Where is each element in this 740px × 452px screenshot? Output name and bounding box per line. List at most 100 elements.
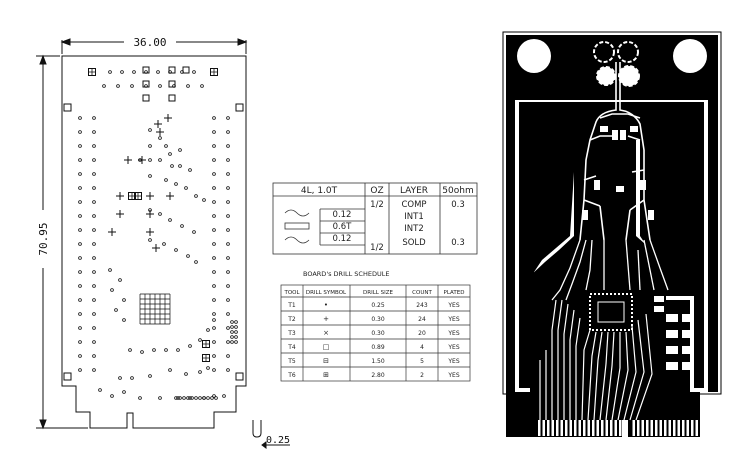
via-mark xyxy=(144,70,148,74)
edge-connector xyxy=(538,420,698,436)
stackup-table-text: 4L, 1.0T OZ LAYER 50ohm 0.12 0.6T 0.12 1… xyxy=(301,186,474,253)
connector-finger xyxy=(650,420,653,436)
via-mark xyxy=(92,242,96,246)
via-mark xyxy=(198,396,202,400)
slot-drill-mark xyxy=(142,66,150,74)
via-mark xyxy=(92,298,96,302)
via-mark xyxy=(172,84,176,88)
via-mark xyxy=(230,320,234,324)
drill-symbol: + xyxy=(323,315,329,323)
col-plated: PLATED xyxy=(444,290,465,296)
via-mark xyxy=(178,396,182,400)
via-mark xyxy=(212,340,216,344)
via-mark xyxy=(92,158,96,162)
via-mark xyxy=(234,335,238,339)
stackup-header-thickness: 4L, 1.0T xyxy=(301,186,338,196)
connector-finger xyxy=(574,420,577,436)
connector-finger xyxy=(655,420,658,436)
via-mark xyxy=(78,158,82,162)
drill-count: 20 xyxy=(418,330,426,337)
via-mark xyxy=(116,84,120,88)
via-mark xyxy=(180,224,184,228)
drill-schedule-grid xyxy=(280,284,471,382)
via-mark xyxy=(78,326,82,330)
plus-drill-mark xyxy=(166,192,174,200)
board-outline-drawing xyxy=(61,55,247,429)
plus-drill-mark xyxy=(152,244,160,252)
via-mark xyxy=(138,396,142,400)
via-mark xyxy=(234,330,238,334)
via-mark xyxy=(212,368,216,372)
via-mark xyxy=(186,254,190,258)
via-mark xyxy=(212,256,216,260)
via-mark xyxy=(164,144,168,148)
drill-schedule-header: TOOL DRILL SYMBOL DRILL SIZE COUNT PLATE… xyxy=(283,290,464,296)
via-mark xyxy=(226,298,230,302)
via-mark xyxy=(78,256,82,260)
drill-size: 0.30 xyxy=(371,330,385,337)
via-mark xyxy=(164,178,168,182)
dielectric-1: 0.12 xyxy=(333,210,352,220)
slot-drill-mark xyxy=(142,94,150,102)
plus-drill-mark xyxy=(154,120,162,128)
connector-finger xyxy=(637,420,640,436)
via-mark xyxy=(212,158,216,162)
connector-finger xyxy=(610,420,613,436)
via-mark xyxy=(108,268,112,272)
via-mark xyxy=(78,298,82,302)
via-mark xyxy=(92,186,96,190)
drill-tool: T3 xyxy=(287,330,296,337)
drill-count: 4 xyxy=(420,344,424,351)
drill-tool: T6 xyxy=(287,372,296,379)
connector-finger xyxy=(664,420,667,436)
via-mark xyxy=(78,116,82,120)
oz-top: 1/2 xyxy=(370,200,384,210)
via-mark xyxy=(170,164,174,168)
drill-size: 0.30 xyxy=(371,316,385,323)
connector-finger xyxy=(686,420,689,436)
via-mark xyxy=(122,318,126,322)
via-mark xyxy=(92,144,96,148)
via-mark xyxy=(212,214,216,218)
via-mark xyxy=(190,396,194,400)
via-mark xyxy=(148,158,152,162)
via-mark xyxy=(108,70,112,74)
connector-finger xyxy=(677,420,680,436)
via-mark xyxy=(212,284,216,288)
via-mark xyxy=(212,394,216,398)
connector-finger xyxy=(641,420,644,436)
via-mark xyxy=(174,182,178,186)
via-mark xyxy=(230,340,234,344)
via-mark xyxy=(158,396,162,400)
via-mark xyxy=(226,354,230,358)
grid-drill-mark xyxy=(88,68,96,76)
via-mark xyxy=(158,212,162,216)
plus-drill-mark xyxy=(108,228,116,236)
via-mark xyxy=(148,128,152,132)
via-mark xyxy=(102,84,106,88)
drill-schedule-title: BOARD's DRILL SCHEDULE xyxy=(303,270,389,278)
via-mark xyxy=(114,308,118,312)
connector-finger xyxy=(565,420,568,436)
connector-finger xyxy=(668,420,671,436)
via-mark xyxy=(184,372,188,376)
via-mark xyxy=(132,70,136,74)
connector-finger xyxy=(659,420,662,436)
pad-array-mark xyxy=(139,293,171,325)
connector-finger xyxy=(691,420,694,436)
via-mark xyxy=(78,354,82,358)
pcb-layout xyxy=(502,31,722,437)
via-mark xyxy=(226,256,230,260)
connector-finger xyxy=(542,420,545,436)
via-mark xyxy=(188,396,192,400)
via-mark xyxy=(78,214,82,218)
via-mark xyxy=(214,396,218,400)
drill-plated: YES xyxy=(447,330,459,337)
via-mark xyxy=(158,136,162,140)
drill-symbol: • xyxy=(324,301,328,309)
via-mark xyxy=(92,228,96,232)
via-mark xyxy=(226,368,230,372)
via-mark xyxy=(178,148,182,152)
via-mark xyxy=(194,396,198,400)
layer-comp: COMP xyxy=(401,200,426,210)
